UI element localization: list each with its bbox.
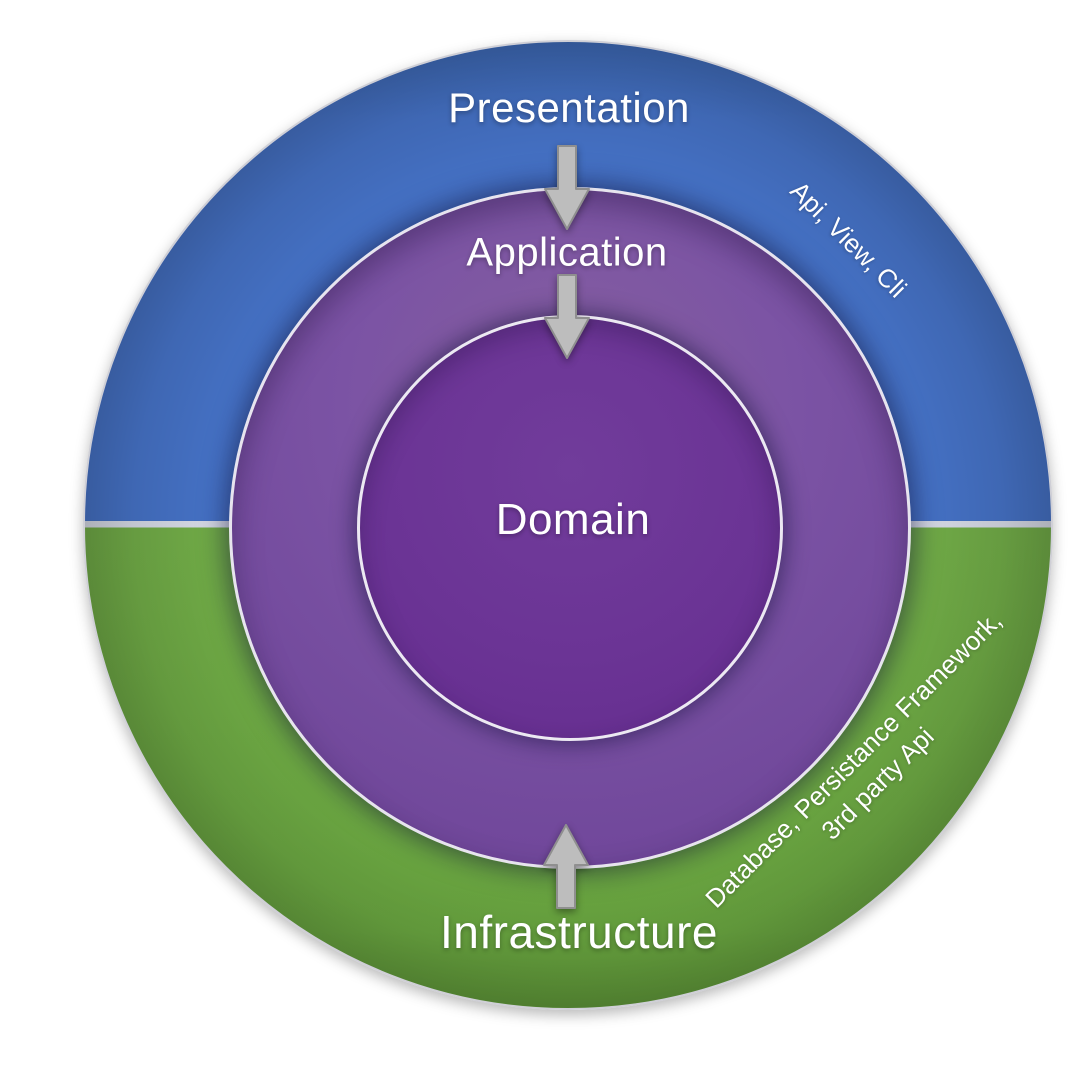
arrow-up-icon	[543, 824, 589, 909]
arrow-down-icon	[544, 145, 590, 230]
domain-circle	[357, 315, 783, 741]
application-layer-label: Application	[466, 230, 668, 275]
arrow-down-icon	[544, 274, 590, 359]
infrastructure-layer-label: Infrastructure	[440, 906, 718, 958]
presentation-layer-label: Presentation	[448, 84, 690, 131]
domain-layer-label: Domain	[495, 495, 651, 544]
